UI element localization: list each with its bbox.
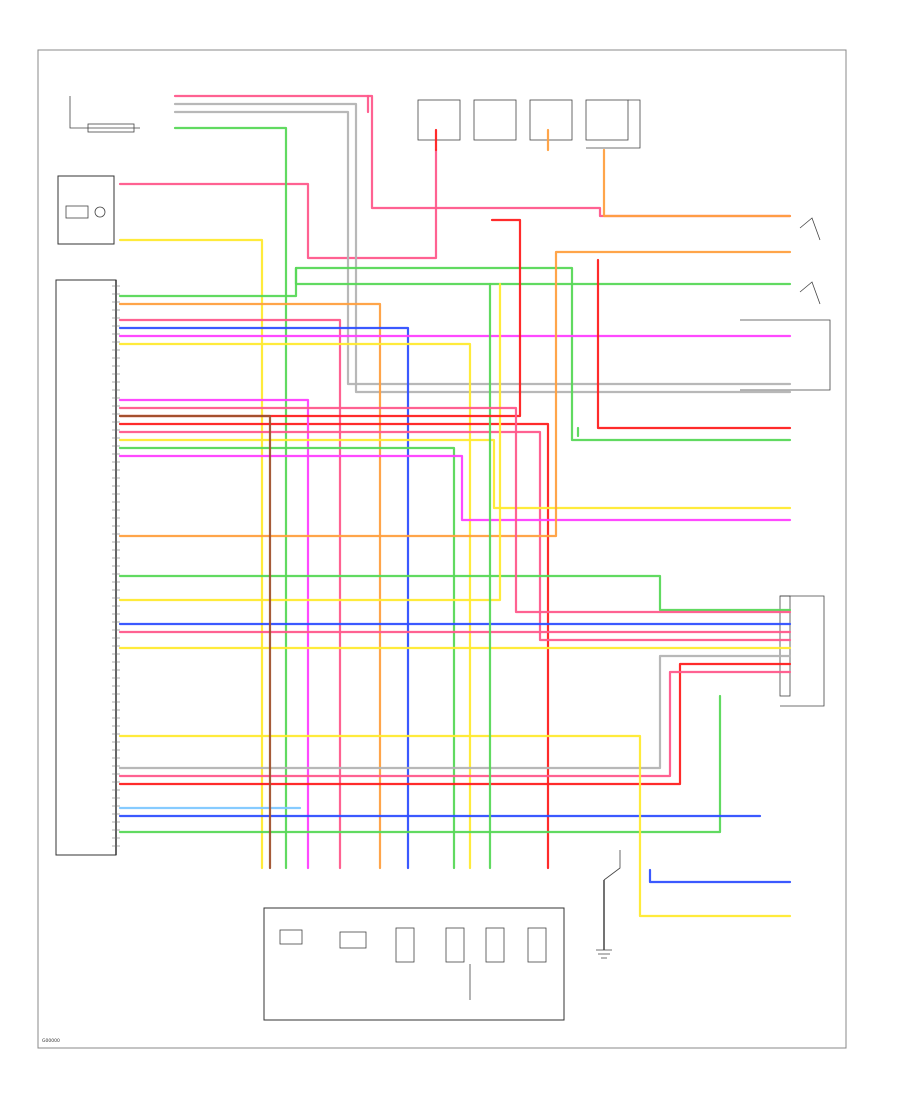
cluster-connector	[87, 123, 135, 133]
diagram-code: G00000	[42, 1038, 60, 1044]
ground-symbols	[596, 850, 621, 959]
transmission-assembly-box	[263, 907, 565, 1021]
wire-red-39	[596, 258, 792, 430]
indicator-lamp-box	[57, 175, 115, 245]
wire-green-7	[294, 266, 792, 286]
pin-labels-layer	[112, 285, 120, 847]
wire-pink-0	[173, 94, 792, 218]
wire-red-37	[118, 218, 522, 418]
wire-pink-9	[118, 318, 342, 870]
wire-blue-10	[118, 326, 410, 870]
wire-grey-27	[118, 654, 792, 770]
right-switches	[740, 217, 831, 707]
wire-orange-36	[602, 148, 792, 218]
cluster-bracket	[69, 96, 140, 129]
wire-grey-4	[173, 110, 792, 386]
wire-grey-3	[173, 102, 792, 394]
diagram-frame	[37, 49, 847, 1049]
wire-green-16	[118, 446, 456, 870]
wire-magenta-17	[118, 454, 792, 522]
wire-magenta-14	[118, 398, 310, 870]
lamp-circle	[94, 206, 106, 218]
transmission-components	[279, 927, 547, 1000]
top-connectors	[417, 99, 641, 149]
wire-yellow-31	[118, 734, 792, 918]
wire-yellow-21	[118, 282, 502, 602]
wire-brown-42	[118, 414, 272, 870]
wire-yellow-12	[118, 342, 472, 870]
wire-green-5	[173, 126, 288, 870]
control-module-outline	[55, 279, 117, 856]
wire-orange-19	[118, 250, 792, 538]
lamp-symbol	[65, 205, 89, 219]
wire-green-6	[118, 266, 792, 442]
wire-yellow-2	[118, 238, 264, 870]
wire-red-13	[118, 422, 550, 870]
wire-blue-32	[648, 868, 792, 884]
wire-orange-8	[118, 302, 382, 870]
wire-pink-26	[118, 670, 792, 778]
wire-pink-1	[118, 148, 438, 260]
wire-red-25	[118, 662, 792, 786]
wire-green-28	[118, 694, 722, 834]
wires-layer	[118, 94, 792, 918]
wire-green-20	[118, 574, 792, 612]
wire-yellow-18	[118, 438, 792, 510]
wire-pink-38	[118, 406, 792, 614]
